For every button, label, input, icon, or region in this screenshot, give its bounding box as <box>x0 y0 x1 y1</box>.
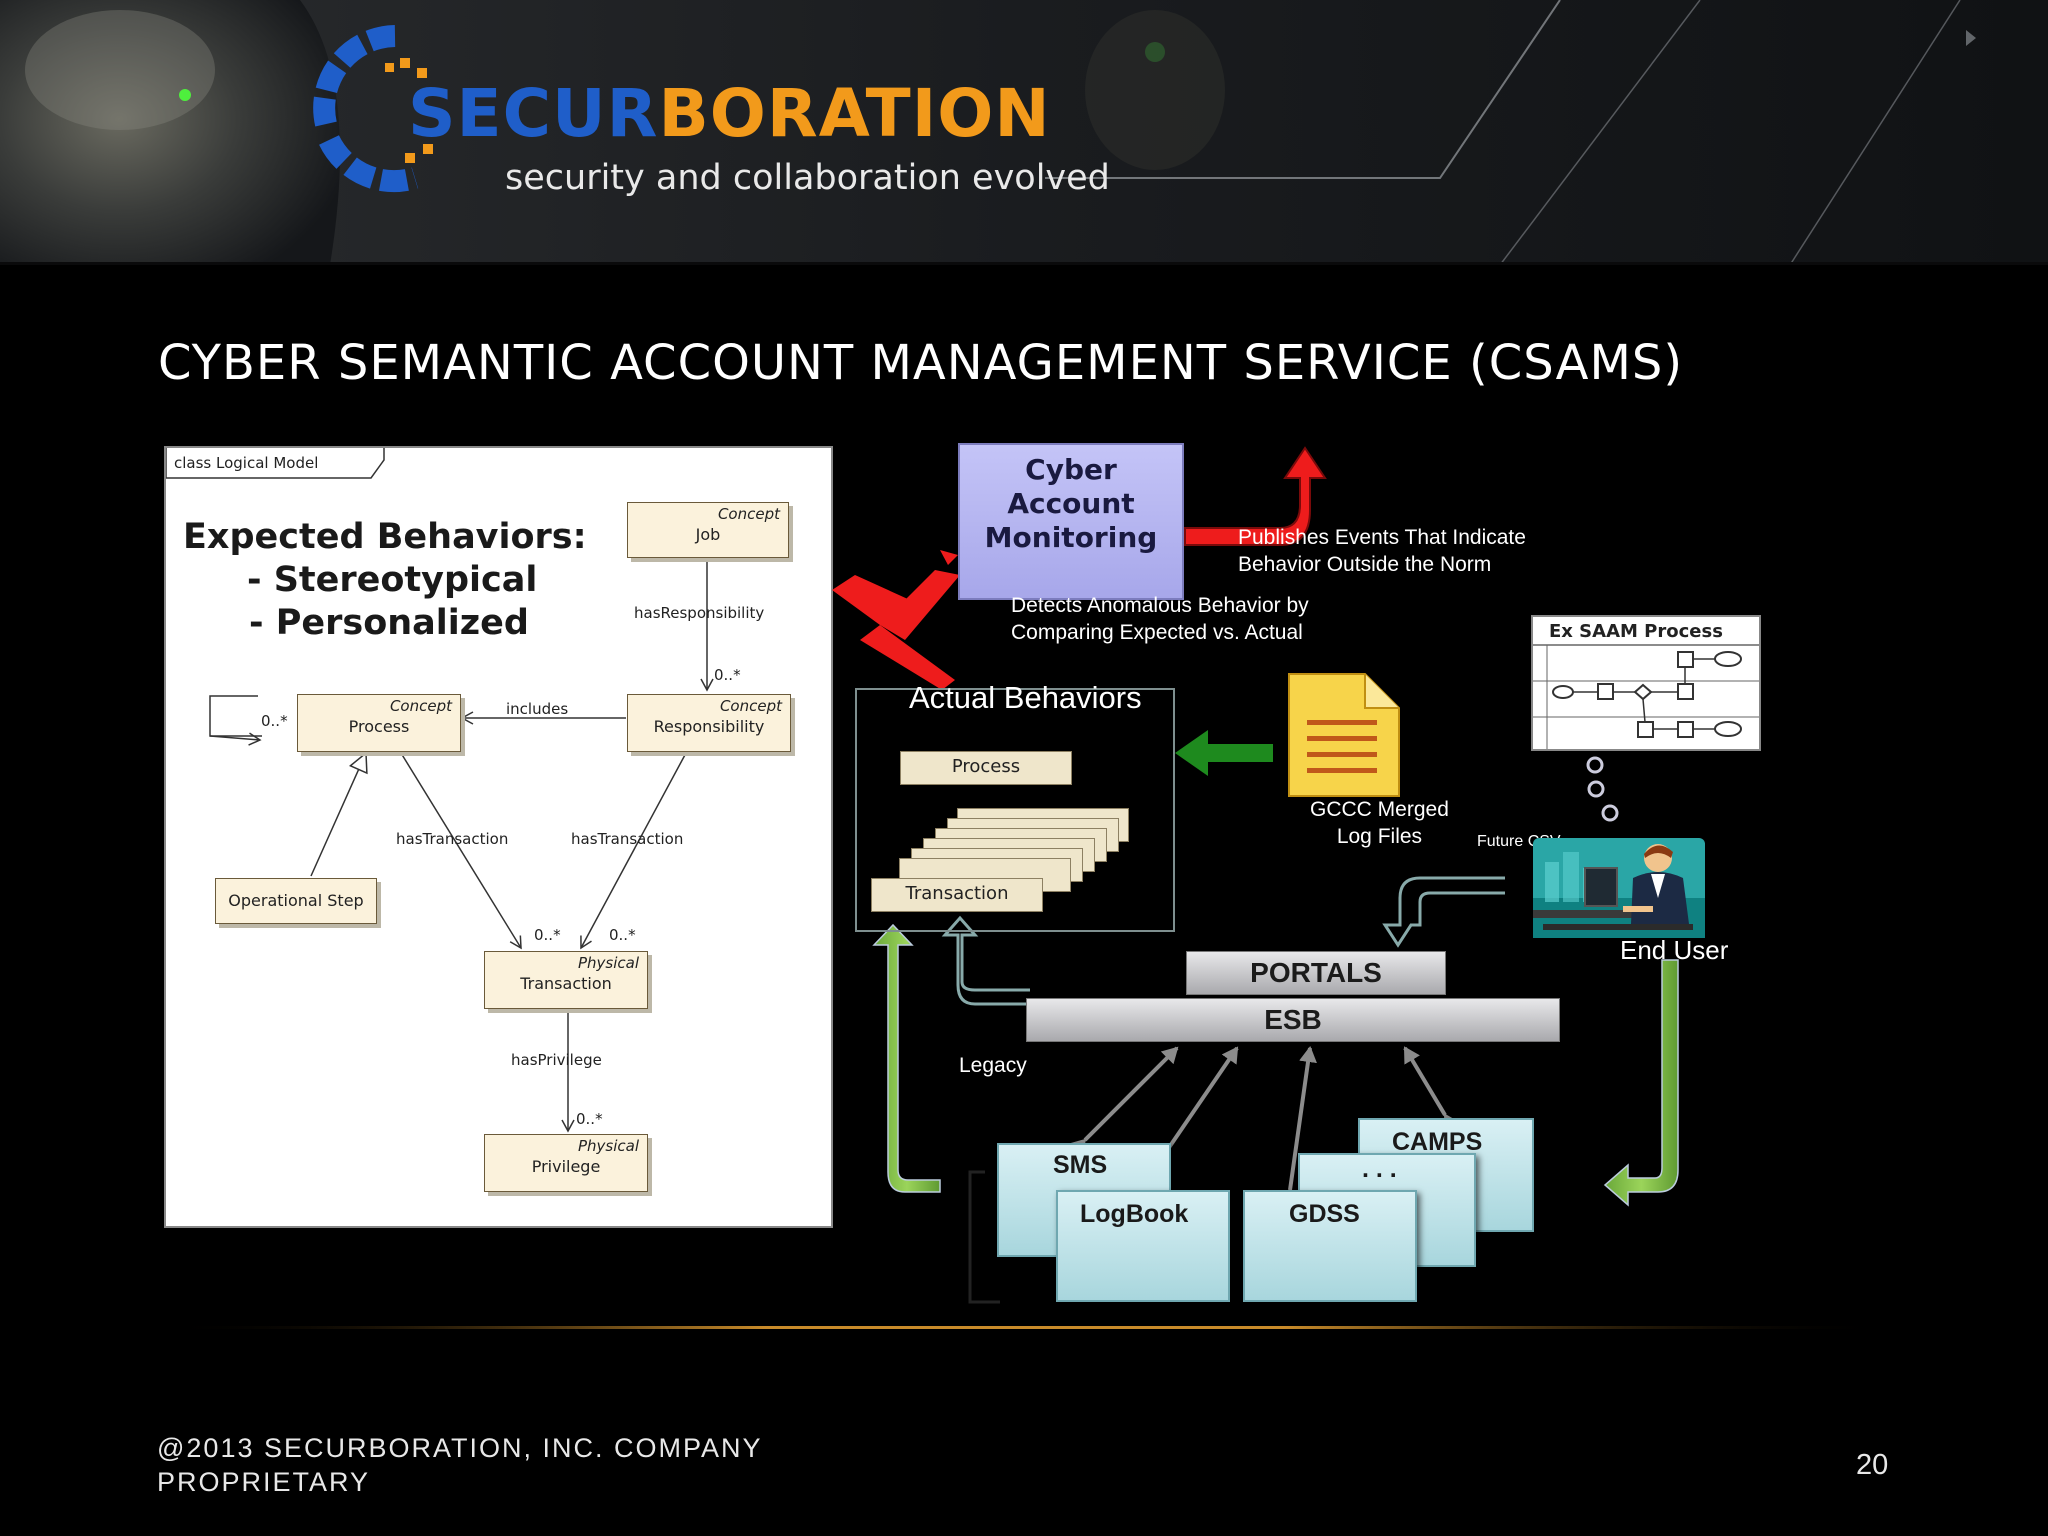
legacy-arrow-icon <box>941 915 1030 1006</box>
company-logo-wordmark: SECURBORATION <box>408 76 1051 152</box>
end-user-avatar <box>1533 838 1705 938</box>
multiplicity-transaction-right: 0..* <box>609 926 636 944</box>
actual-behaviors-panel: Actual Behaviors Process Transaction <box>855 680 1175 932</box>
gear-logo-icon <box>313 25 433 193</box>
cockpit-image <box>0 0 340 265</box>
multiplicity-transaction-left: 0..* <box>534 926 561 944</box>
publish-arrow-icon <box>1184 446 1327 546</box>
relation-has-transaction-left: hasTransaction <box>396 830 509 848</box>
thought-bubble-icon <box>1586 756 1604 774</box>
uml-class-diagram: class Logical Model Expected Behaviors: … <box>164 446 833 1228</box>
expected-behaviors-title: Expected Behaviors: <box>183 517 587 557</box>
slide-title: CYBER SEMANTIC ACCOUNT MANAGEMENT SERVIC… <box>158 335 1684 391</box>
relation-has-responsibility: hasResponsibility <box>634 604 765 622</box>
uml-class-process: Concept Process <box>297 694 461 752</box>
system-gdss: GDSS <box>1243 1190 1417 1302</box>
saam-process-thumbnail: Ex SAAM Process <box>1531 615 1761 751</box>
saam-process-title: Ex SAAM Process <box>1549 621 1723 642</box>
page-number: 20 <box>1856 1449 1889 1481</box>
multiplicity-responsibility: 0..* <box>714 666 741 684</box>
bullet-personalized: - Personalized <box>249 603 529 643</box>
uml-class-transaction: Physical Transaction <box>484 951 648 1009</box>
uml-frame-label: class Logical Model <box>174 454 319 472</box>
uml-class-responsibility: Concept Responsibility <box>627 694 791 752</box>
header-banner: SECURBORATION security and collaboration… <box>0 0 2048 265</box>
banner-background <box>0 0 2048 265</box>
end-user-label: End User <box>1620 935 1729 965</box>
logo-tagline: security and collaboration evolved <box>505 158 1110 198</box>
actual-process-item: Process <box>900 751 1072 785</box>
uml-class-job: Concept Job <box>627 502 789 558</box>
system-logbook: LogBook <box>1056 1190 1230 1302</box>
logo-boration: BORATION <box>658 75 1051 152</box>
uml-class-privilege: Physical Privilege <box>484 1134 648 1192</box>
uml-class-operational-step: Operational Step <box>215 878 377 924</box>
cyber-account-monitoring-box: Cyber Account Monitoring <box>958 443 1184 600</box>
uml-connectors <box>166 448 714 1133</box>
compare-arrow-icon <box>832 550 960 690</box>
detects-note: Detects Anomalous Behavior by Comparing … <box>1011 594 1309 644</box>
end-user-arrow-icon <box>1603 959 1679 1207</box>
multiplicity-self: 0..* <box>261 712 288 730</box>
expected-behaviors-heading: Expected Behaviors: - Stereotypical - Pe… <box>183 516 587 645</box>
saam-process-flow-icon <box>1533 644 1759 749</box>
divider-line <box>160 1326 1890 1329</box>
relation-has-privilege: hasPrivilege <box>511 1051 602 1069</box>
bullet-stereotypical: - Stereotypical <box>247 560 538 600</box>
publishes-note: Publishes Events That Indicate Behavior … <box>1238 526 1526 576</box>
footer-copyright: @2013 SECURBORATION, INC. COMPANY PROPRI… <box>157 1433 763 1497</box>
logo-secur: SECUR <box>408 75 659 152</box>
legacy-label: Legacy <box>959 1054 1027 1077</box>
legacy-return-arrow-icon <box>872 923 941 1193</box>
log-ingest-arrow-icon <box>1175 730 1273 776</box>
esb-bar: ESB <box>1026 998 1560 1042</box>
actual-behaviors-title: Actual Behaviors <box>909 680 1142 715</box>
relation-includes: includes <box>506 700 569 718</box>
future-csv-arrow-icon <box>1382 876 1505 948</box>
log-files-label: GCCC Merged Log Files <box>1310 798 1449 848</box>
portals-bar: PORTALS <box>1186 951 1446 995</box>
log-file-icon <box>1288 673 1400 797</box>
multiplicity-privilege: 0..* <box>576 1110 603 1128</box>
relation-has-transaction-right: hasTransaction <box>571 830 684 848</box>
actual-transaction-item: Transaction <box>871 878 1043 912</box>
